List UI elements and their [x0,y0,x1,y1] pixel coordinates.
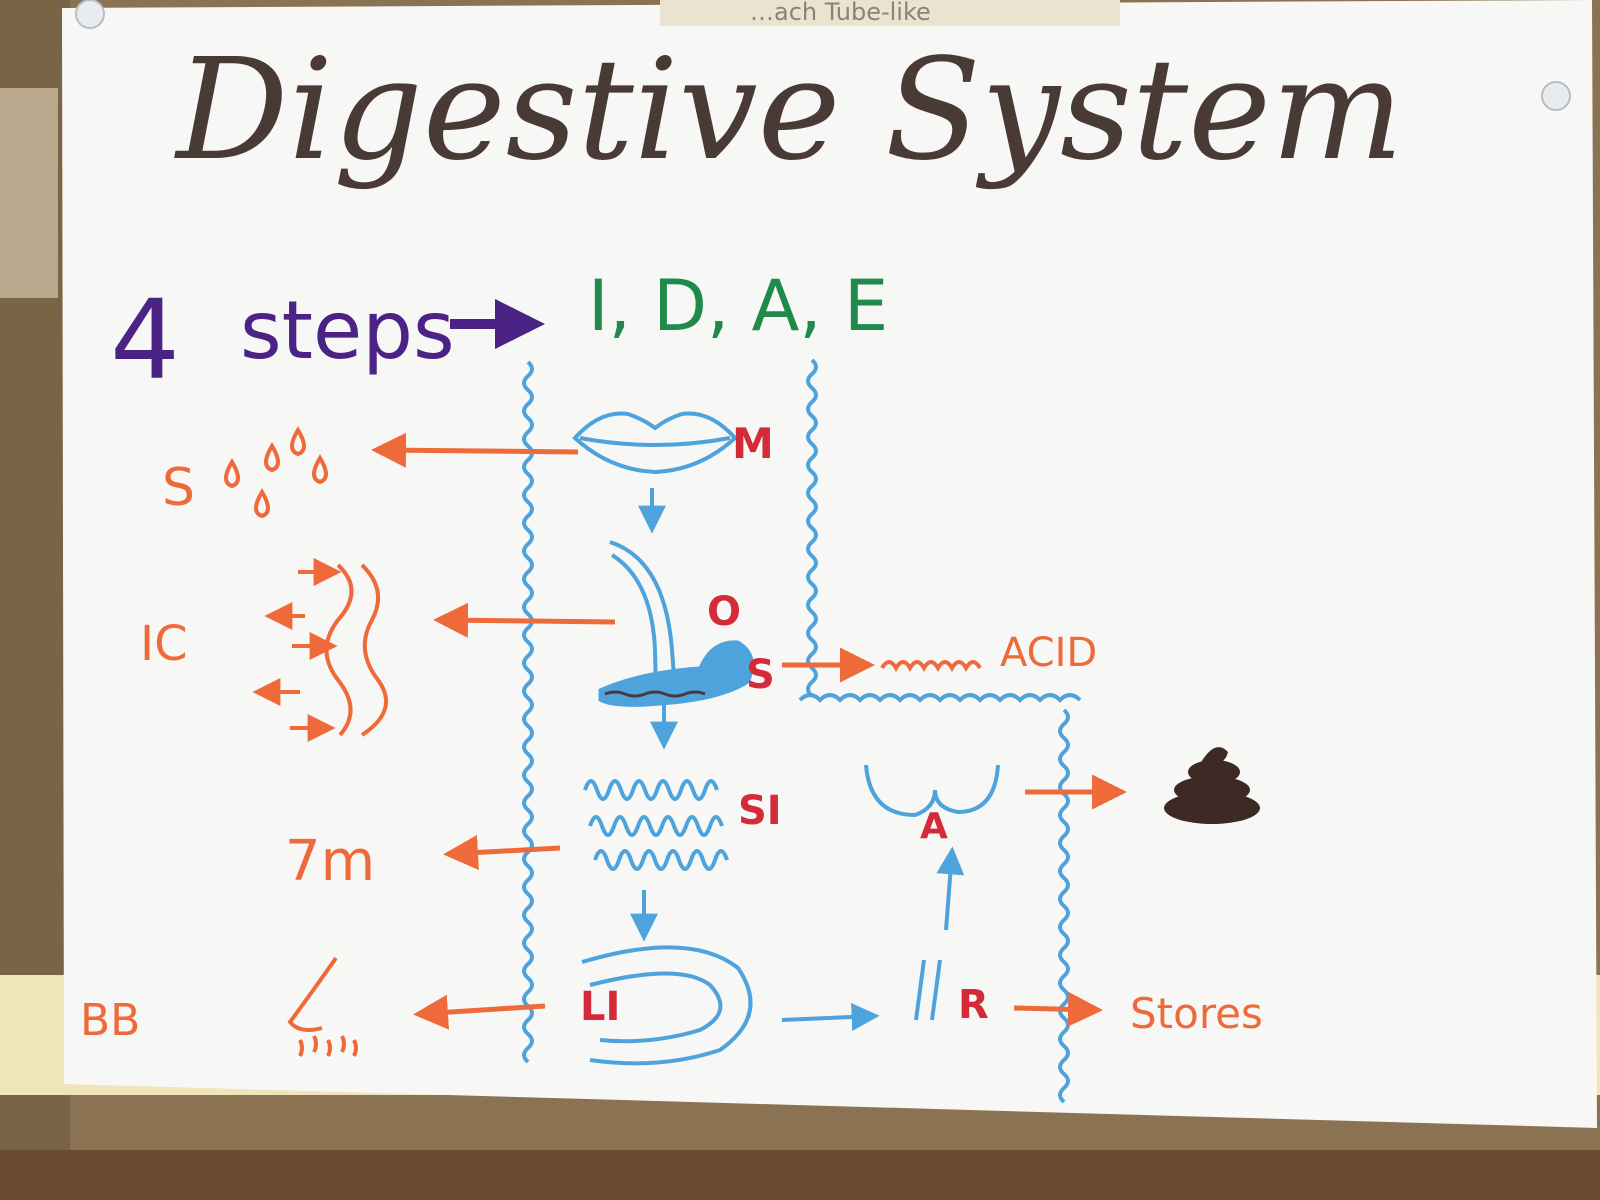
large-intestine-loop-icon [581,945,753,1066]
tract-outline [522,358,1082,1104]
note-stores: Stores [1130,989,1263,1038]
pushpin-right [1541,81,1571,111]
organ-label-small-intestine: SI [738,788,782,834]
note-ic: IC [140,616,188,672]
outline-left-wall [522,360,534,1064]
outline-right-wall-upper [806,358,818,698]
organ-label-stomach: S [746,652,775,698]
note-length: 7m [285,829,375,894]
arrow-si-to-length [443,835,561,870]
lips-icon [572,411,738,475]
arrow-rectum-to-absorption [936,846,965,931]
top-scrawl: …ach Tube-like [750,0,931,26]
organ-label-mouth: M [732,419,774,468]
note-acid: ACID [1000,630,1097,676]
nose-smell-icon [287,956,358,1057]
page-title: Digestive System [173,29,1404,192]
organ-label-oesophagus: O [707,589,741,635]
organ-label-absorption: A [920,806,948,847]
cardboard-scrap [0,88,58,298]
rectum-icon [914,959,942,1021]
organ-label-large-intestine: LI [580,984,620,1030]
arrow-mouth-to-saliva [371,432,579,468]
arrow-rectum-to-stores [1013,991,1103,1027]
poo-icon [1164,747,1260,824]
small-intestine-coil-icon [583,779,729,871]
absorption-icon [864,764,1000,818]
oesophagus-tube-icon [609,540,677,693]
small-intestine-row-1 [583,779,719,801]
outline-lower-top [798,693,1082,703]
outline-right-wall-lower [1058,708,1070,1104]
arrow-li-to-rectum [781,1002,880,1031]
note-saliva: S [162,458,195,518]
wooden-frame [0,1150,1600,1200]
arrow-li-to-bb [413,994,546,1030]
arrow-oesophagus-to-ic [433,602,616,638]
top-note-strip [660,0,1120,26]
acid-squiggle-icon [880,660,982,672]
pushpin-left [75,0,105,29]
note-bb: BB [80,995,140,1046]
organ-label-rectum: R [958,982,989,1028]
small-intestine-row-2 [588,815,724,837]
steps-word: steps [240,284,455,377]
peristalsis-icon [252,558,388,742]
steps-count: 4 [110,276,180,404]
stomach-icon [598,640,754,707]
small-intestine-row-3 [593,849,729,871]
saliva-drop-icon [224,426,328,519]
steps-list: I, D, A, E [588,265,888,347]
